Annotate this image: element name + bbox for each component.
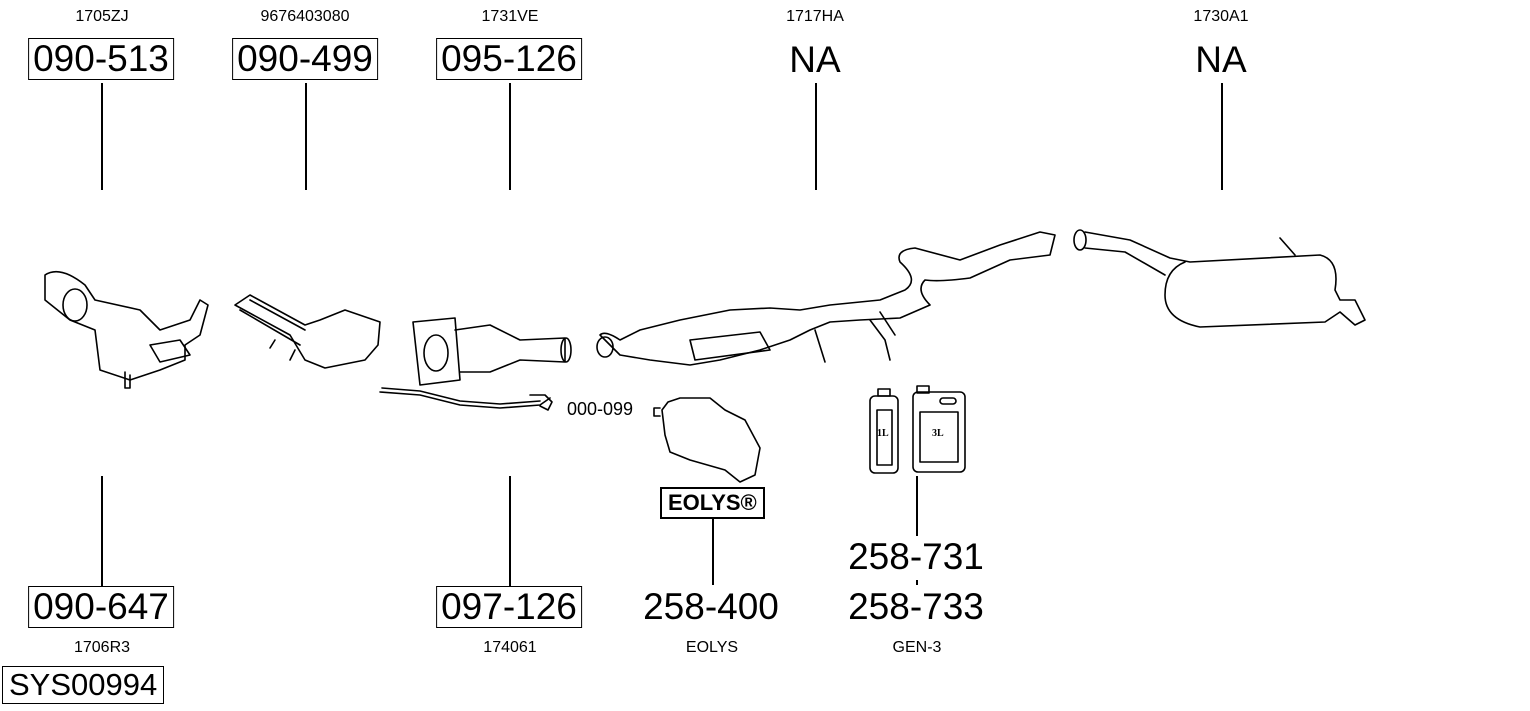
sensor-drawing [529,394,553,411]
leader-line [815,83,817,190]
part-box-095-126[interactable]: 095-126 [436,38,582,80]
part-258-733[interactable]: 258-733 [848,586,984,627]
part-na-1717ha: NA [789,39,841,80]
sensor-part-number[interactable]: 000-099 [567,399,634,419]
manifold-catalyst-drawing [44,270,209,389]
eolys-logo: EOLYS® [660,487,765,519]
mid-pipe-drawing [596,231,1056,366]
leader-line [916,476,918,536]
ref-label-gen-3: GEN-3 [892,639,942,656]
part-box-097-126[interactable]: 097-126 [436,586,582,628]
ref-label-1705zj: 1705ZJ [75,8,129,25]
leader-line [509,83,511,190]
ref-label-1731ve: 1731VE [481,8,539,25]
part-box-090-513[interactable]: 090-513 [28,38,174,80]
leader-line [509,476,511,586]
ref-label-1730a1: 1730A1 [1193,8,1249,25]
bottle-label-1l: 1L [877,428,889,439]
ref-label-9676403080: 9676403080 [260,8,350,25]
ref-label-1706r3: 1706R3 [73,639,131,656]
part-box-090-499[interactable]: 090-499 [232,38,378,80]
ref-label-eolys: EOLYS [685,639,739,656]
leader-line [305,83,307,190]
leader-line [1221,83,1223,190]
flex-pipe-drawing [234,294,381,369]
part-258-400[interactable]: 258-400 [643,586,779,627]
part-box-090-647[interactable]: 090-647 [28,586,174,628]
part-258-731[interactable]: 258-731 [848,536,984,577]
leader-line [101,476,103,586]
dpf-drawing [379,317,572,409]
bottle-label-3l: 3L [932,428,944,439]
system-id-box: SYS00994 [2,666,165,704]
ref-label-1717ha: 1717HA [786,8,844,25]
leader-line [712,519,714,585]
fluid-bottles-drawing [869,385,966,474]
rear-muffler-drawing [1073,229,1366,328]
leader-line [101,83,103,190]
leader-line [916,580,918,585]
ref-label-174061: 174061 [483,639,537,656]
eolys-tank-drawing [653,397,761,483]
part-na-1730a1: NA [1195,39,1247,80]
